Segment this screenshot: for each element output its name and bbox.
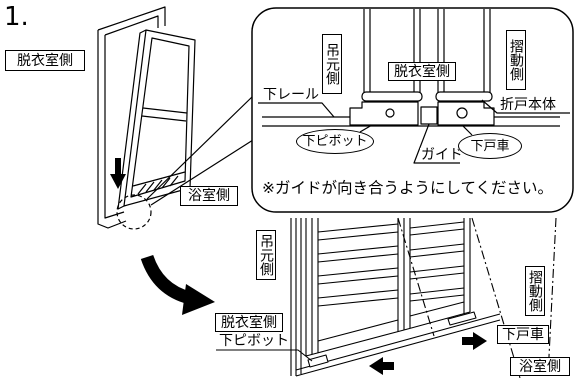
folding-door-bottom-rail [132,171,186,195]
guide-leader [413,123,460,164]
guide-piece [420,106,438,125]
sliding-side-panel-bottom-cap [435,91,493,102]
folding-door-crossbar [141,107,188,122]
installed-lower-pivot-label: 下ピボット [218,333,290,349]
curved-arrow-shaft [140,254,192,305]
lower-roller-wheel [456,107,468,119]
hinge-side-leaf-bottom [305,319,405,357]
left-arrow-icon [369,357,394,375]
lower-pivot-block [349,101,419,126]
floor-rail [295,313,501,377]
lower-rail [262,116,560,127]
guide-orientation-note: ※ガイドが向き合うようにしてください。 [262,179,554,197]
door-frame [97,6,166,229]
sliding-side-leaf-bottom [403,301,471,331]
installed-lower-roller-label: 下戸車 [497,325,549,344]
lower-pivot-leader [216,349,313,362]
detail-sliding-side-label: 摺動側 [506,30,526,90]
hinge-side-panel [363,9,421,93]
callout-leader-lines [146,95,254,206]
lower-roller-leader [461,124,473,136]
overview-bathroom-side-label: 浴室側 [180,186,238,206]
lower-pivot-leader [359,124,373,133]
down-arrow-icon [110,158,126,189]
door-body-label: 折戸本体 [499,97,557,113]
detail-dressing-room-side-label: 脱衣室側 [388,62,456,81]
folding-door-leaf-edge [117,29,147,210]
detail-highlight-circle [116,194,152,230]
hinge-side-panel-bottom-cap [361,91,423,102]
detail-hinge-side-label: 吊元側 [322,34,342,94]
step-number: 1. [4,2,29,32]
hinge-side-leaf-stiles [305,218,405,356]
motion-guide-lines [397,217,557,378]
lower-pivot-hardware [307,354,329,368]
curved-arrow-icon [140,254,215,315]
curved-arrow-head [182,284,215,315]
hinge-side-leaf-louvers [317,223,399,307]
sliding-side-panel [437,9,491,93]
right-arrow-icon [462,332,487,350]
installed-hinge-side-label: 吊元側 [256,230,276,280]
lower-roller-label: 下戸車 [458,133,522,159]
lower-roller-hardware [447,311,477,326]
installed-bathroom-side-label: 浴室側 [510,357,570,376]
lower-rail-leader [258,102,335,118]
overview-illustration [97,6,254,230]
installed-dressing-room-side-label: 脱衣室側 [215,313,283,332]
lower-pivot-pin [385,108,395,118]
lower-pivot-label: 下ピボット [296,129,374,154]
installed-sliding-side-label: 摺動側 [525,266,545,316]
door-jamb [290,218,302,376]
installed-door-illustration [216,217,557,378]
lower-rail-label: 下レール [262,87,320,103]
lower-roller-block [437,101,495,126]
overview-dressing-room-side-label: 脱衣室側 [5,50,85,71]
door-body-leader [481,99,570,114]
sliding-side-leaf-louvers [409,221,465,302]
folding-door-leaf-inner [130,37,190,198]
guide-label: ガイド [420,147,464,163]
